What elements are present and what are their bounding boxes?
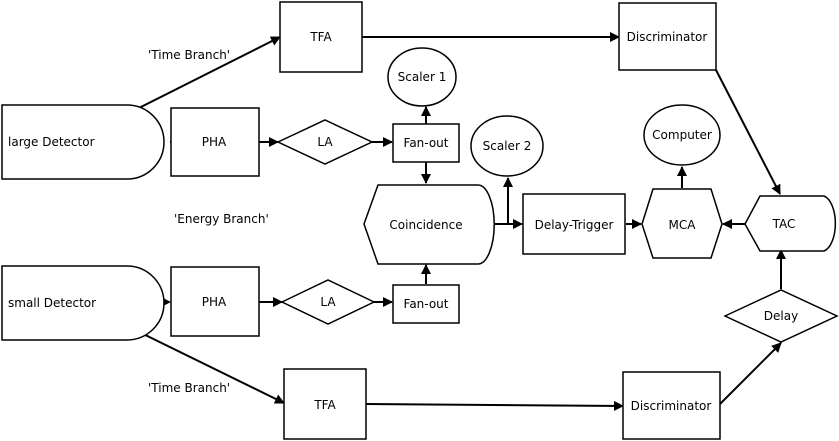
- node-coincidence: Coincidence: [363, 184, 495, 265]
- pha-top-label: PHA: [202, 135, 227, 149]
- discriminator-top-label: Discriminator: [627, 30, 708, 44]
- edge-discriminator-bottom-to-delay: [719, 342, 782, 405]
- fanout-top-label: Fan-out: [404, 136, 449, 150]
- edge-small-detector-to-tfa-bottom: [126, 325, 285, 404]
- energy-branch-label: 'Energy Branch': [174, 212, 269, 226]
- small-detector-label: small Detector: [8, 296, 96, 310]
- node-delay-trigger: Delay-Trigger: [522, 193, 626, 255]
- delay-trigger-label: Delay-Trigger: [535, 218, 614, 232]
- discriminator-bottom-label: Discriminator: [631, 399, 712, 413]
- node-large-detector: large Detector: [1, 104, 165, 180]
- tfa-bottom-label: TFA: [313, 398, 336, 412]
- node-la-top: LA: [276, 119, 374, 165]
- time-branch-top-label: 'Time Branch': [148, 48, 230, 62]
- la-bottom-label: LA: [320, 295, 336, 309]
- node-discriminator-bottom: Discriminator: [622, 371, 721, 440]
- node-fanout-bottom: Fan-out: [392, 284, 460, 324]
- node-scaler1: Scaler 1: [387, 47, 457, 107]
- node-mca: MCA: [641, 188, 723, 259]
- edge-discriminator-top-to-tac: [715, 69, 781, 195]
- node-small-detector: small Detector: [1, 265, 165, 341]
- node-la-bottom: LA: [280, 279, 376, 325]
- edge-tfa-bottom-to-discriminator-bottom: [365, 400, 624, 411]
- node-tfa-top: TFA: [279, 1, 363, 73]
- la-top-label: LA: [317, 135, 333, 149]
- node-tac: TAC: [744, 195, 837, 252]
- mca-label: MCA: [669, 218, 697, 232]
- node-delay: Delay: [723, 289, 839, 343]
- node-pha-top: PHA: [170, 107, 260, 177]
- pha-bottom-label: PHA: [202, 295, 227, 309]
- node-computer: Computer: [643, 104, 721, 166]
- scaler2-label: Scaler 2: [483, 139, 532, 153]
- computer-label: Computer: [652, 128, 712, 142]
- tfa-top-label: TFA: [309, 30, 332, 44]
- scaler1-label: Scaler 1: [398, 70, 447, 84]
- node-pha-bottom: PHA: [170, 266, 260, 337]
- node-tfa-bottom: TFA: [283, 368, 367, 440]
- delay-label: Delay: [764, 309, 798, 323]
- node-scaler2: Scaler 2: [470, 115, 544, 177]
- edges: [126, 32, 786, 411]
- node-fanout-top: Fan-out: [392, 123, 460, 163]
- tac-label: TAC: [772, 217, 796, 231]
- time-branch-bottom-label: 'Time Branch': [148, 381, 230, 395]
- fanout-bottom-label: Fan-out: [404, 297, 449, 311]
- node-discriminator-top: Discriminator: [618, 2, 717, 71]
- coincidence-label: Coincidence: [389, 218, 462, 232]
- edge-large-detector-to-tfa-top: [126, 36, 281, 115]
- large-detector-label: large Detector: [8, 135, 95, 149]
